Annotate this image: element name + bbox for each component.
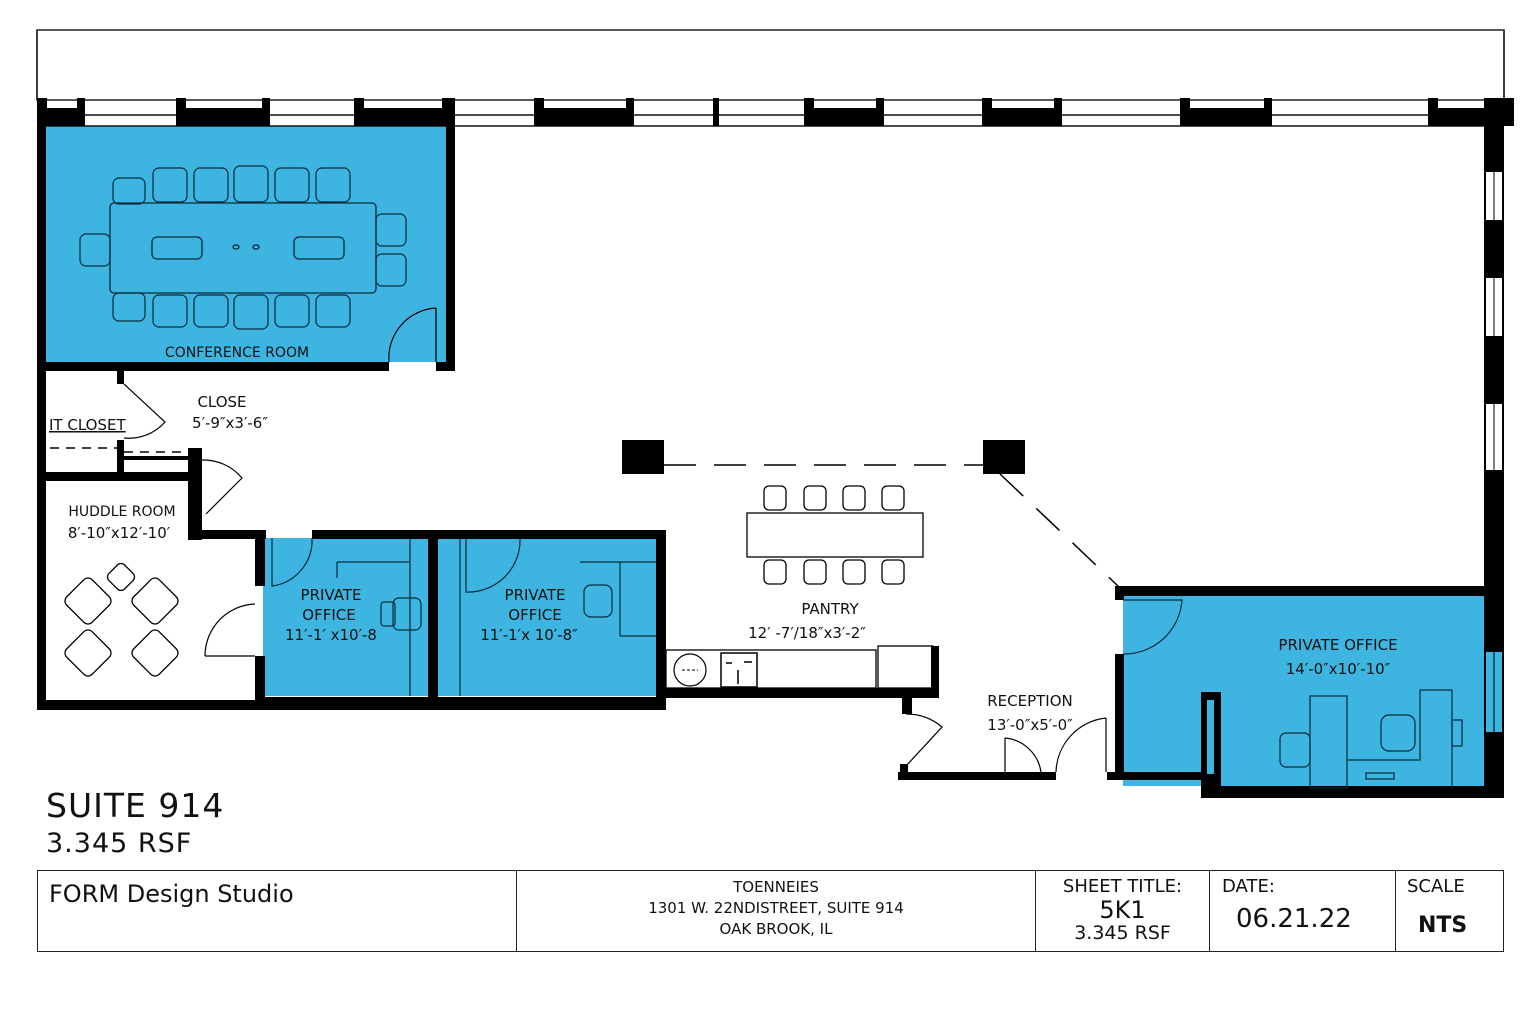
firm-name: FORM Design Studio [49, 880, 294, 908]
closet-doors [123, 383, 243, 515]
reception-label: RECEPTION [987, 692, 1073, 710]
sheet-rsf: 3.345 RSF [1074, 922, 1171, 944]
sheet-title-label: SHEET TITLE: [1062, 876, 1183, 897]
title-block-scale: SCALE NTS [1396, 871, 1503, 951]
private-office-3-dims: 14′-0″x10′-10″ [1286, 660, 1391, 678]
title-block-firm: FORM Design Studio [38, 871, 517, 951]
scale-label: SCALE [1407, 876, 1465, 897]
pantry-counter [665, 645, 939, 698]
private-office-1-dims: 11′-1′ x10′-8 [285, 626, 377, 644]
columns [622, 440, 1025, 474]
private-offices-walls [255, 530, 666, 710]
closet-dims: 5′-9″x3′-6″ [192, 414, 268, 432]
private-office-1-fill [263, 538, 428, 696]
private-office-1-label-line1: PRIVATE [301, 586, 362, 604]
room-fills [46, 126, 1493, 786]
private-office-3-fill [1123, 596, 1493, 786]
pantry-label: PANTRY [801, 600, 859, 618]
huddle-room-walls [37, 530, 266, 710]
private-office-1-label-line2: OFFICE [302, 606, 355, 624]
sheet-title-value: 5K1 [1099, 896, 1146, 924]
huddle-door [204, 603, 256, 657]
conference-chairs [79, 165, 407, 330]
title-block: FORM Design Studio TOENNEIES 1301 W. 22N… [37, 870, 1504, 952]
private-office-3-details [1122, 599, 1463, 789]
pantry-dims: 12′ -7′/18″x3′-2″ [748, 624, 866, 642]
dashed-boundary [664, 464, 1119, 587]
date-label: DATE: [1222, 876, 1275, 897]
title-block-sheet: SHEET TITLE: 5K1 3.345 RSF [1036, 871, 1210, 951]
closet-dashes [50, 447, 188, 453]
huddle-room-label: HUDDLE ROOM [68, 504, 175, 520]
conference-room-walls [37, 98, 455, 384]
closet-label: CLOSE [197, 393, 246, 411]
private-office-3-label: PRIVATE OFFICE [1278, 636, 1397, 654]
scale-value: NTS [1418, 913, 1468, 938]
conference-door [388, 307, 437, 363]
title-block-date: DATE: 06.21.22 [1210, 871, 1396, 951]
huddle-room-dims: 8′-10″x12′-10′ [68, 524, 171, 542]
top-wall-piers [37, 98, 1514, 126]
right-wall [1484, 98, 1504, 798]
date-value: 06.21.22 [1236, 904, 1352, 934]
private-office-details [271, 537, 656, 696]
reception-dims: 13′-0″x5′-0″ [987, 716, 1073, 734]
title-block-address: TOENNEIES 1301 W. 22NDISTREET, SUITE 914… [517, 871, 1036, 951]
private-office-3-walls [1115, 586, 1504, 798]
conference-room-label: CONFERENCE ROOM [165, 345, 309, 361]
reception-doors [905, 713, 1107, 773]
private-office-2-label-line1: PRIVATE [505, 586, 566, 604]
it-closet-label: IT CLOSET [49, 416, 126, 434]
sheet-border [36, 29, 1505, 101]
huddle-chairs [64, 562, 179, 677]
pantry-table [746, 485, 924, 585]
private-office-2-dims: 11′-1′x 10′-8″ [480, 626, 578, 644]
address-line2: OAK BROOK, IL [719, 920, 833, 938]
suite-title: SUITE 914 [46, 786, 225, 825]
left-wall [37, 98, 46, 710]
client-name: TOENNEIES [733, 878, 819, 896]
conference-room-fill [46, 126, 446, 362]
private-office-2-label-line2: OFFICE [508, 606, 561, 624]
closet-walls [37, 440, 202, 540]
reception-walls [898, 698, 1117, 780]
address-line1: 1301 W. 22NDISTREET, SUITE 914 [648, 899, 904, 917]
suite-rsf: 3.345 RSF [46, 828, 193, 859]
